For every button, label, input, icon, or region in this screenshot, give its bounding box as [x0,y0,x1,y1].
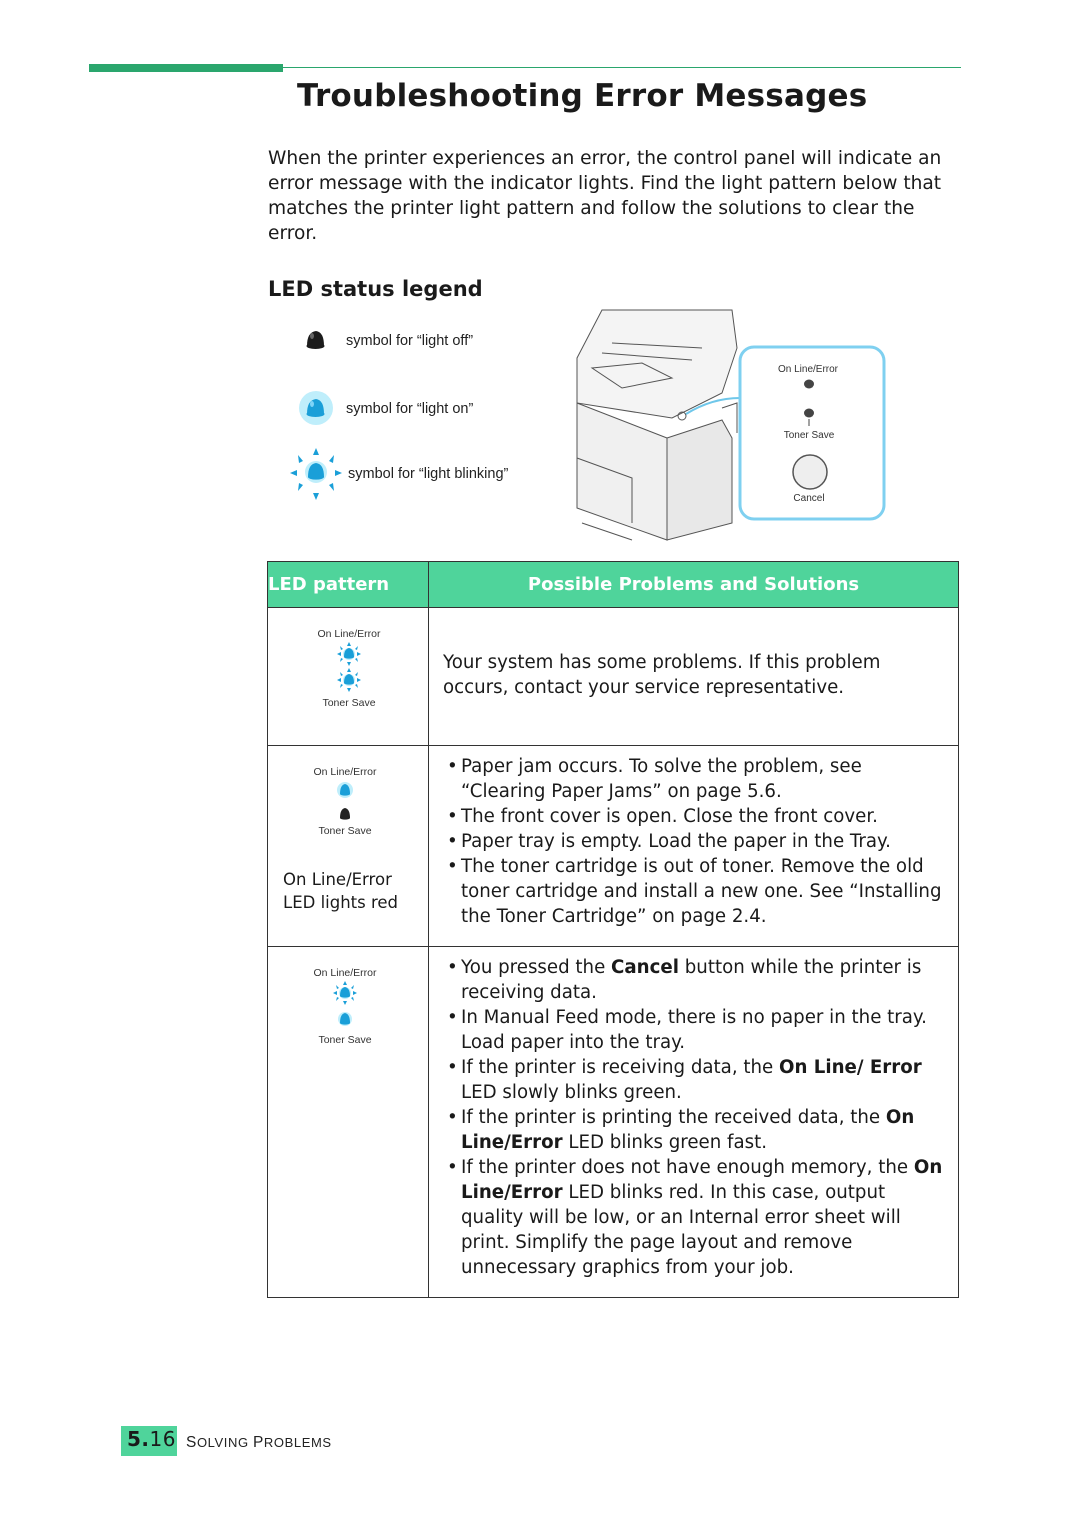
light-on-icon [296,386,342,432]
table-row: On Line/Error Toner Save [267,946,959,1298]
led-blinking-on-icon [333,981,357,1026]
panel-cancel-label: Cancel [793,493,824,504]
panel-online-label: On Line/Error [778,364,839,375]
solution-list: You pressed the Cancel button while the … [429,955,944,1280]
header-rule-accent [89,64,283,72]
page-title: Troubleshooting Error Messages [297,78,868,114]
legend-item-blinking: symbol for “light blinking” [288,446,508,502]
led-on-off-icon [337,782,353,820]
led-pattern-table: LED pattern Possible Problems and Soluti… [267,561,959,1298]
panel-online-label: On Line/Error [313,967,377,979]
printer-illustration: On Line/Error Toner Save Cancel [572,308,888,546]
solution-list: Paper jam occurs. To solve the problem, … [429,754,944,929]
header-led-pattern: LED pattern [267,561,429,608]
led-pattern-cell: On Line/Error Toner Save [267,946,429,1298]
panel-online-label: On Line/Error [313,766,377,778]
list-item: In Manual Feed mode, there is no paper i… [429,1005,944,1055]
header-solutions: Possible Problems and Solutions [428,561,959,608]
table-header-row: LED pattern Possible Problems and Soluti… [267,561,959,608]
legend-label-blinking: symbol for “light blinking” [348,466,509,482]
page-number: 5.16 [127,1427,176,1451]
led-note-line: LED lights red [283,893,399,912]
led-note-line: On Line/Error [283,870,392,889]
legend-item-on: symbol for “light on” [296,386,473,432]
legend-heading: LED status legend [268,277,483,301]
panel-toner-label: Toner Save [318,825,372,837]
led-pattern-cell: On Line/Error [267,607,429,746]
panel-toner-label: Toner Save [784,430,835,441]
table-row: On Line/Error [267,607,959,746]
solution-cell: Your system has some problems. If this p… [428,607,959,746]
led-panel: On Line/Error [294,628,404,709]
list-item: The toner cartridge is out of toner. Rem… [429,854,944,929]
list-item: Paper jam occurs. To solve the problem, … [429,754,944,804]
light-off-icon [296,318,342,364]
led-pattern-cell: On Line/Error Toner Save On Line/Error L… [267,745,429,947]
header-rule [283,67,961,68]
page-number-badge [121,1426,177,1456]
panel-online-label: On Line/Error [317,628,381,640]
legend-label-off: symbol for “light off” [346,333,474,349]
solution-cell: Paper jam occurs. To solve the problem, … [428,745,959,947]
led-panel: On Line/Error Toner Save [290,967,400,1046]
legend-label-on: symbol for “light on” [346,401,474,417]
list-item: If the printer is printing the received … [429,1105,944,1155]
panel-toner-label: Toner Save [322,697,376,709]
solution-text: Your system has some problems. If this p… [443,652,881,698]
led-panel: On Line/Error Toner Save [290,766,400,837]
intro-paragraph: When the printer experiences an error, t… [268,148,942,244]
panel-toner-label: Toner Save [318,1034,372,1046]
list-item: Paper tray is empty. Load the paper in t… [429,829,944,854]
legend-item-off: symbol for “light off” [296,318,473,364]
blinking-leds-icon [337,642,361,692]
list-item: The front cover is open. Close the front… [429,804,944,829]
table-row: On Line/Error Toner Save On Line/Error L… [267,745,959,947]
section-name: SOLVING PROBLEMS [186,1434,332,1451]
led-note: On Line/Error LED lights red [283,868,398,914]
list-item: If the printer is receiving data, the On… [429,1055,944,1105]
list-item: You pressed the Cancel button while the … [429,955,944,1005]
light-blinking-icon [288,446,344,502]
list-item: If the printer does not have enough memo… [429,1155,944,1280]
solution-cell: You pressed the Cancel button while the … [428,946,959,1298]
